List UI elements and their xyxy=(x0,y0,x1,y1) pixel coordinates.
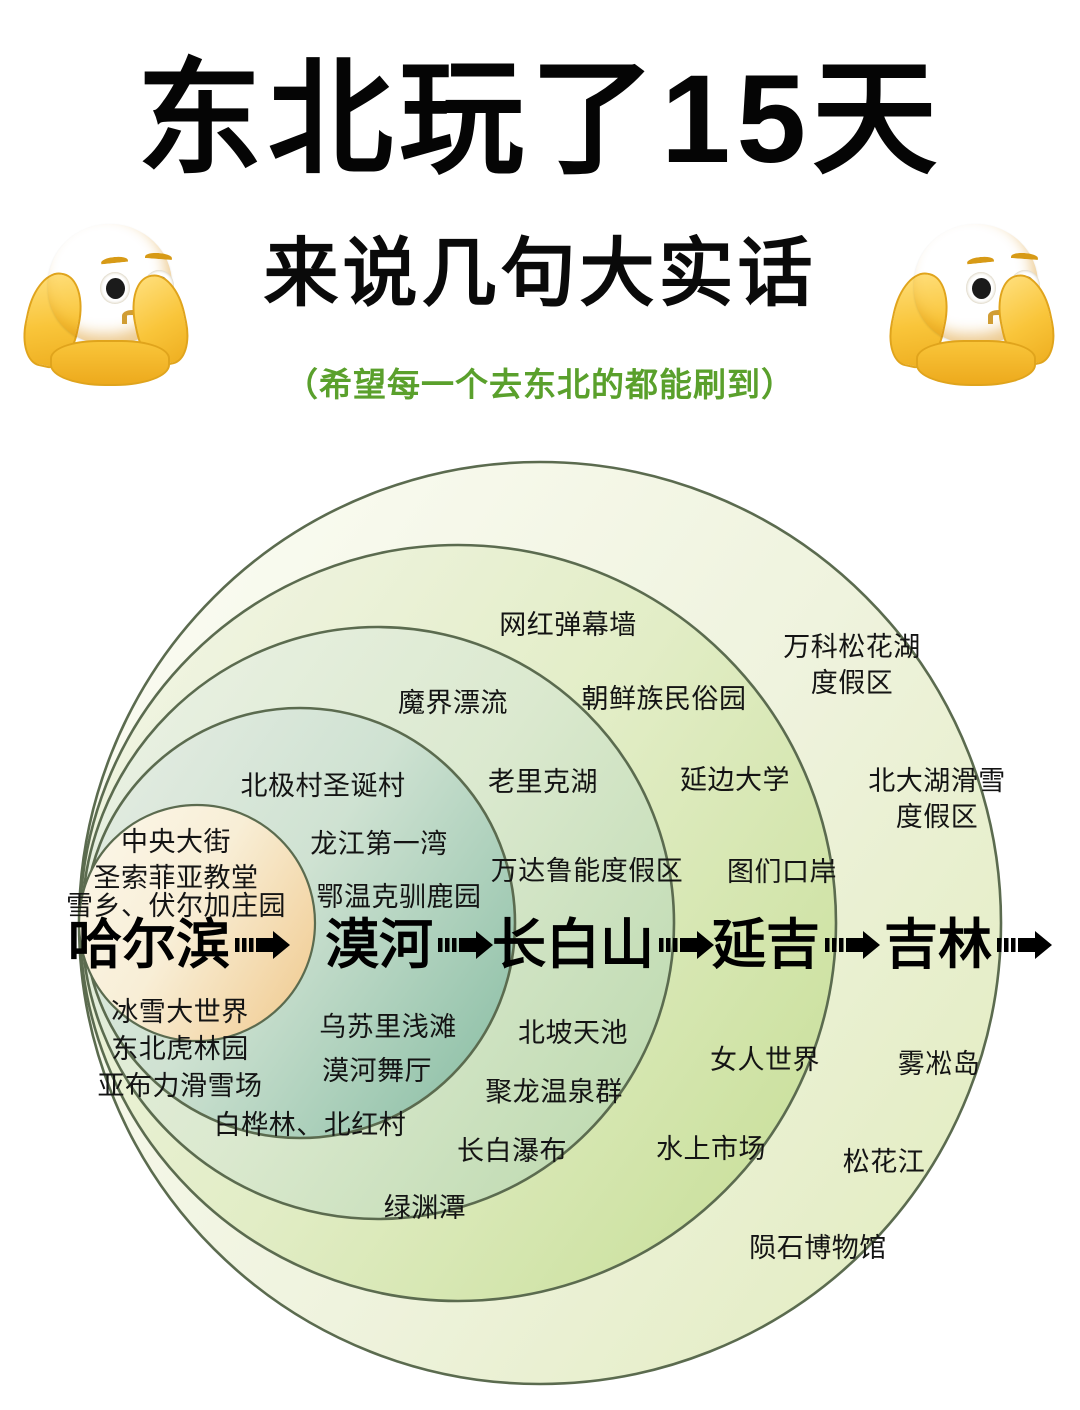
ring-circle-harbin xyxy=(77,803,317,1043)
right-arrow-icon xyxy=(659,928,715,962)
spot-label: 万科松花湖 xyxy=(783,632,921,662)
city-stage-1[interactable]: 哈尔滨 xyxy=(68,910,291,980)
spot-label: 中央大街 xyxy=(121,827,231,857)
spot-label: 北坡天池 xyxy=(518,1018,628,1048)
page-note: （希望每一个去东北的都能刷到） xyxy=(285,366,795,403)
spot-label: 龙江第一湾 xyxy=(310,829,448,859)
city-name: 吉林 xyxy=(884,915,992,975)
spot-label: 万达鲁能度假区 xyxy=(490,856,684,886)
right-arrow-icon xyxy=(438,928,494,962)
spot-label: 水上市场 xyxy=(656,1134,766,1164)
rings-svg xyxy=(77,460,1003,1386)
city-name: 长白山 xyxy=(492,915,654,975)
spot-label: 东北虎林园 xyxy=(111,1034,249,1064)
spot-label: 雪乡、伏尔加庄园 xyxy=(66,891,286,921)
spot-label: 漠河舞厅 xyxy=(322,1056,432,1086)
right-arrow-icon xyxy=(235,928,291,962)
city-name: 漠河 xyxy=(325,915,433,975)
spot-label: 亚布力滑雪场 xyxy=(97,1071,263,1101)
right-arrow-icon xyxy=(235,931,290,959)
peeking-face-emoji xyxy=(16,218,195,398)
spot-label: 雾凇岛 xyxy=(897,1049,981,1079)
spot-label: 聚龙温泉群 xyxy=(485,1077,623,1107)
emoji-brow-right-icon xyxy=(1010,252,1039,263)
city-route-row: 哈尔滨 漠河长白山延吉 吉林 xyxy=(0,910,1080,990)
spot-label: 陨石博物馆 xyxy=(749,1233,887,1263)
city-stage-5[interactable]: 吉林 xyxy=(884,910,1053,980)
city-stage-4[interactable]: 延吉 xyxy=(712,910,881,980)
spot-label: 鄂温克驯鹿园 xyxy=(316,882,482,912)
emoji-brow-right-icon xyxy=(144,252,173,263)
page-subtitle: 来说几句大实话 xyxy=(263,231,817,315)
spot-label: 朝鲜族民俗园 xyxy=(581,684,747,714)
city-stage-2[interactable]: 漠河 xyxy=(325,910,494,980)
spot-label: 松花江 xyxy=(842,1147,926,1177)
right-arrow-icon xyxy=(825,931,880,959)
spot-label: 乌苏里浅滩 xyxy=(319,1012,457,1042)
spot-label: 网红弹幕墙 xyxy=(499,610,637,640)
page-title: 东北玩了15天 xyxy=(136,50,944,189)
city-name: 哈尔滨 xyxy=(68,915,230,975)
city-stage-3[interactable]: 长白山 xyxy=(492,910,715,980)
city-name: 延吉 xyxy=(712,915,820,975)
spot-label: 老里克湖 xyxy=(488,767,598,797)
emoji-eye-left-icon xyxy=(100,272,130,304)
emoji-hand-bottom-icon xyxy=(50,340,170,386)
emoji-eye-left-icon xyxy=(966,272,996,304)
right-arrow-icon xyxy=(659,931,714,959)
spot-label: 圣索菲亚教堂 xyxy=(93,863,259,893)
poster-header: 东北玩了15天 来说几句大实话 （希望每一个去东北的都能刷到） xyxy=(0,0,1080,440)
right-arrow-icon xyxy=(825,928,881,962)
emoji-brow-left-icon xyxy=(966,255,995,268)
nested-circles-diagram: 网红弹幕墙万科松花湖度假区魔界漂流朝鲜族民俗园北极村圣诞村老里克湖延边大学北大湖… xyxy=(0,440,1080,1410)
spot-label: 白桦林、北红村 xyxy=(213,1110,407,1140)
right-arrow-icon xyxy=(438,931,493,959)
spot-label: 延边大学 xyxy=(680,765,790,795)
peeking-face-emoji xyxy=(882,218,1061,398)
right-arrow-icon xyxy=(997,928,1053,962)
spot-label: 北大湖滑雪 xyxy=(868,766,1006,796)
emoji-hand-bottom-icon xyxy=(916,340,1036,386)
spot-label: 冰雪大世界 xyxy=(111,997,249,1027)
spot-label: 图们口岸 xyxy=(727,857,837,887)
subtitle-row: 来说几句大实话 xyxy=(0,222,1080,342)
spot-label: 度假区 xyxy=(895,802,979,832)
spot-label: 绿渊潭 xyxy=(383,1193,467,1223)
right-arrow-icon xyxy=(997,931,1052,959)
spot-label: 北极村圣诞村 xyxy=(240,771,406,801)
emoji-brow-left-icon xyxy=(100,255,129,268)
spot-label: 度假区 xyxy=(810,668,894,698)
spot-label: 魔界漂流 xyxy=(398,688,508,718)
spot-label: 女人世界 xyxy=(710,1045,820,1075)
spot-label: 长白瀑布 xyxy=(457,1136,567,1166)
